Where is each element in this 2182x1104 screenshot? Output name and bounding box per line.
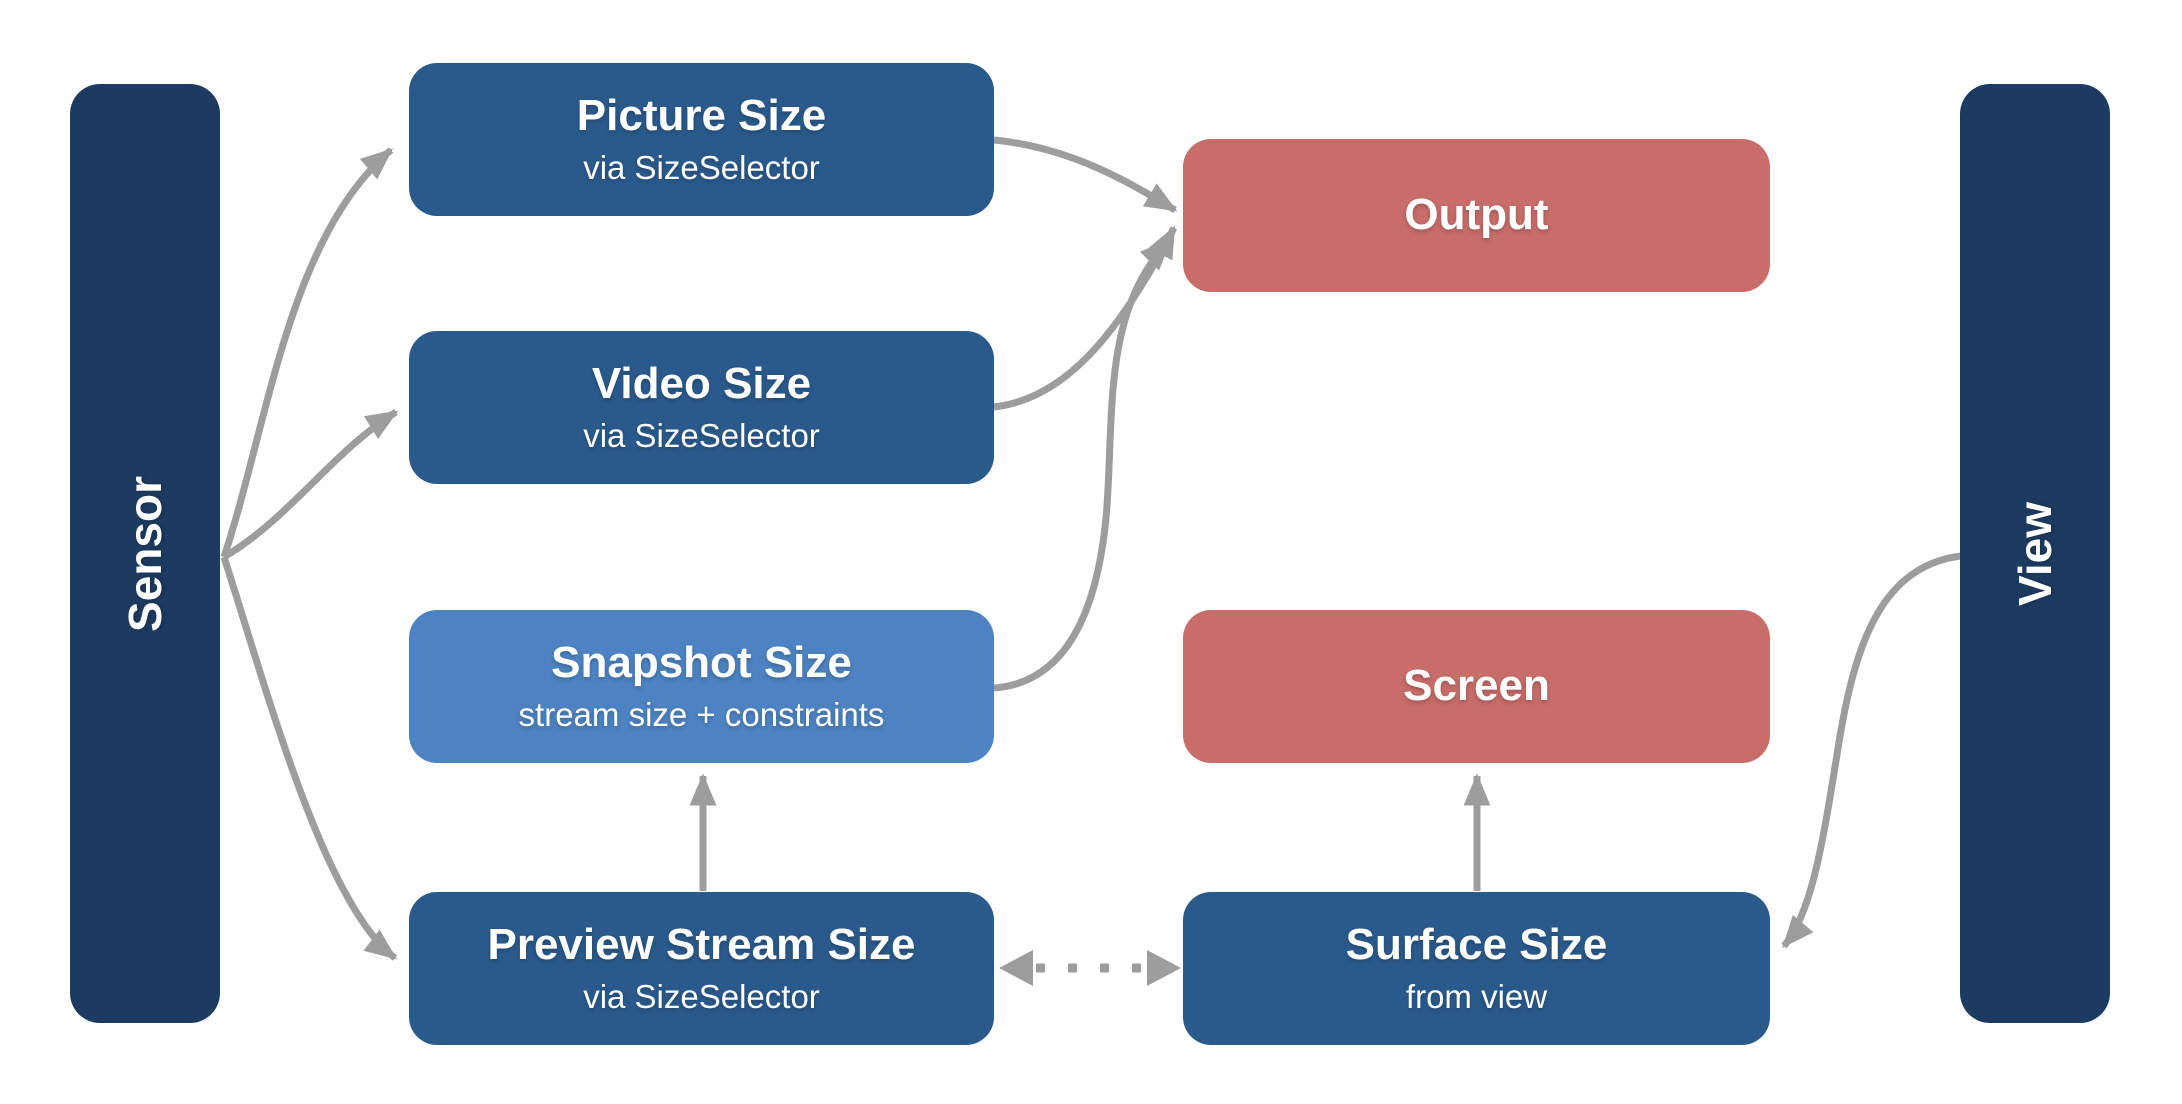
node-surface-size: Surface Size from view <box>1183 892 1770 1045</box>
node-screen-title: Screen <box>1403 661 1550 711</box>
node-surface-size-subtitle: from view <box>1405 977 1548 1015</box>
node-video-size: Video Size via SizeSelector <box>409 331 994 484</box>
node-surface-size-title: Surface Size <box>1345 920 1608 970</box>
edge-view-to-surface-size <box>1781 552 1962 949</box>
edge-snapshot-size-to-output <box>993 237 1173 692</box>
edge-video-size-to-output <box>993 225 1178 411</box>
dotted-arrowhead-right <box>1147 950 1181 986</box>
node-video-size-title: Video Size <box>591 359 812 409</box>
node-picture-size: Picture Size via SizeSelector <box>409 63 994 216</box>
node-screen: Screen <box>1183 610 1770 763</box>
view-bar: View <box>1960 84 2110 1023</box>
view-bar-label: View <box>2009 501 2061 606</box>
node-preview-stream-size: Preview Stream Size via SizeSelector <box>409 892 994 1045</box>
node-preview-stream-size-subtitle: via SizeSelector <box>583 977 820 1015</box>
edge-sensor-to-picture-size <box>220 147 394 559</box>
node-video-size-subtitle: via SizeSelector <box>583 416 820 454</box>
sensor-bar: Sensor <box>70 84 220 1023</box>
node-picture-size-subtitle: via SizeSelector <box>583 148 820 186</box>
node-snapshot-size-subtitle: stream size + constraints <box>518 695 885 733</box>
node-output-title: Output <box>1404 190 1549 240</box>
node-preview-stream-size-title: Preview Stream Size <box>487 920 916 970</box>
edge-sensor-to-preview-stream-size <box>220 555 398 961</box>
node-snapshot-size-title: Snapshot Size <box>551 638 852 688</box>
edge-picture-size-to-output <box>993 136 1178 214</box>
node-snapshot-size: Snapshot Size stream size + constraints <box>409 610 994 763</box>
dotted-arrowhead-left <box>999 950 1033 986</box>
node-picture-size-title: Picture Size <box>576 91 827 141</box>
node-output: Output <box>1183 139 1770 292</box>
sensor-bar-label: Sensor <box>119 475 172 632</box>
edge-sensor-to-video-size <box>222 409 399 561</box>
